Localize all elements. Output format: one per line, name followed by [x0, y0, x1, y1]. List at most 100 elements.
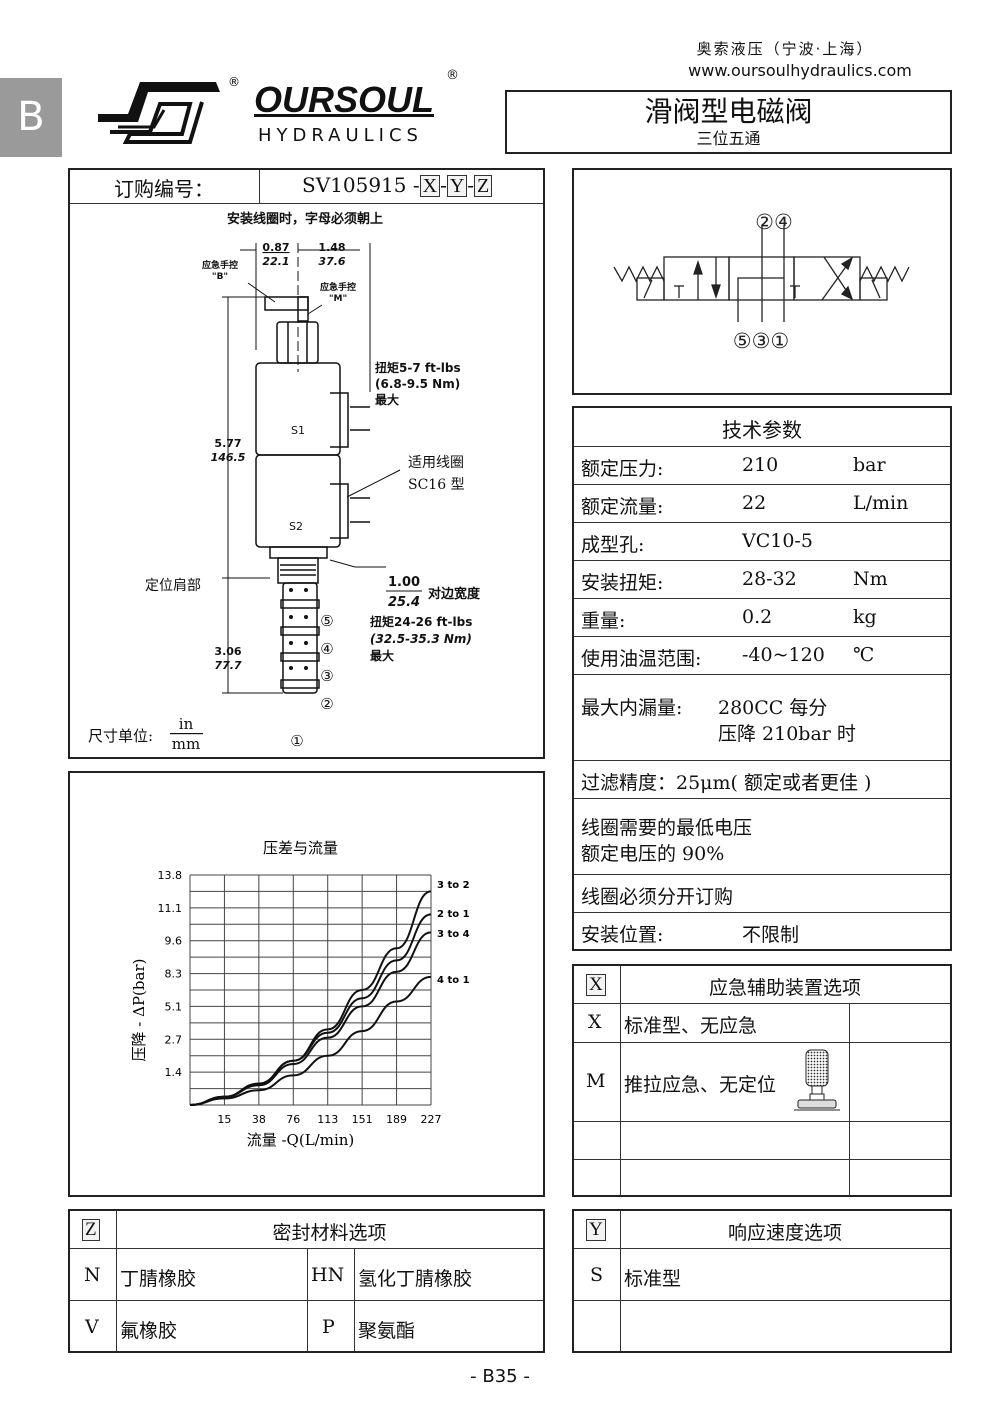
svg-text:最大: 最大 [375, 392, 399, 407]
order-code: SV105915 -X-Y-Z [302, 173, 493, 197]
leak-label: 最大内漏量: [581, 697, 683, 719]
option-code: P [322, 1316, 335, 1338]
spec-value: VC10-5 [742, 530, 813, 552]
svg-text:安装线圈时，字母必须朝上: 安装线圈时，字母必须朝上 [227, 211, 383, 227]
oursoul-logo-icon: ® [98, 75, 240, 144]
y-tick-label: 1.4 [165, 1066, 183, 1079]
svg-text:0.87: 0.87 [262, 241, 289, 254]
y-tick-label: 9.6 [165, 935, 183, 948]
svg-text:对边宽度: 对边宽度 [428, 586, 481, 602]
option-code: M [586, 1070, 606, 1092]
svg-text:⑤③①: ⑤③① [733, 329, 789, 353]
svg-text:②④: ②④ [755, 210, 793, 234]
leak-condition: 压降 210bar 时 [718, 723, 856, 745]
series-line-2 [189, 931, 432, 1106]
option-y-table: Y 响应速度选项 S 标准型 [572, 1209, 952, 1353]
y-tick-label: 5.1 [165, 1000, 183, 1013]
code-z: Z [474, 175, 493, 197]
option-desc: 推拉应急、无定位 [624, 1074, 777, 1096]
series-label: 3 to 4 [437, 929, 470, 940]
spec-label: 重量: [581, 610, 626, 632]
y-tick-label: 8.3 [165, 968, 183, 981]
svg-text:最大: 最大 [370, 648, 394, 663]
svg-text:77.7: 77.7 [214, 659, 241, 672]
code-x: X [419, 175, 441, 197]
product-subtitle: 三位五通 [696, 129, 761, 148]
option-code: N [84, 1264, 101, 1286]
spec-unit: ℃ [853, 644, 875, 666]
svg-text:尺寸单位:: 尺寸单位: [88, 727, 153, 745]
spec-value: 0.2 [742, 606, 773, 628]
svg-text:1.48: 1.48 [318, 241, 345, 254]
svg-text:in: in [179, 715, 194, 733]
x-tick-label: 151 [352, 1113, 373, 1126]
series-label: 4 to 1 [437, 975, 470, 986]
series-label: 3 to 2 [437, 880, 470, 891]
spec-label: 成型孔: [581, 534, 645, 556]
voltage-spec-2: 额定电压的 90% [581, 843, 725, 865]
x-tick-label: 15 [217, 1113, 231, 1126]
option-z-key: Z [82, 1219, 100, 1241]
spec-value: 22 [742, 492, 767, 514]
x-tick-label: 189 [386, 1113, 407, 1126]
valve-dimension-drawing: 安装线圈时，字母必须朝上 0.87 22.1 1.48 37.6 应急手控 "B… [88, 211, 481, 753]
svg-text:37.6: 37.6 [318, 255, 345, 268]
svg-text:146.5: 146.5 [211, 451, 246, 464]
y-tick-label: 13.8 [158, 869, 183, 882]
brand-reg: ® [446, 68, 459, 83]
hydraulic-symbol-box [572, 168, 952, 395]
push-pull-knob-icon [794, 1049, 840, 1111]
svg-text:应急手控: 应急手控 [202, 259, 238, 271]
order-box: 订购编号： SV105915 -X-Y-Z [68, 168, 545, 759]
series-line-0 [189, 890, 432, 1106]
svg-text:®: ® [228, 75, 240, 89]
y-tick-label: 11.1 [158, 902, 183, 915]
option-z-title: 密封材料选项 [272, 1222, 387, 1244]
option-desc: 标准型、无应急 [624, 1015, 758, 1037]
coil-s2 [255, 454, 341, 548]
svg-text:⑤: ⑤ [320, 612, 333, 630]
spec-value: 28-32 [742, 568, 797, 590]
svg-text:3.06: 3.06 [214, 645, 241, 658]
spec-label: 额定压力: [581, 458, 664, 480]
y-axis-label: 压降 - ΔP(bar) [130, 959, 148, 1062]
coil-s1 [255, 362, 341, 456]
option-x-key: X [586, 974, 606, 996]
svg-text:S2: S2 [289, 520, 303, 533]
coil-order-note: 线圈必须分开订购 [581, 886, 734, 908]
option-desc: 聚氨酯 [358, 1320, 416, 1342]
svg-text:(32.5-35.3 Nm): (32.5-35.3 Nm) [370, 632, 472, 646]
svg-text:5.77: 5.77 [214, 437, 241, 450]
chart-title: 压差与流量 [263, 839, 338, 857]
svg-text:应急手控: 应急手控 [320, 281, 356, 293]
series-label: 2 to 1 [437, 909, 470, 920]
spec-label: 安装扭矩: [581, 572, 664, 594]
svg-text:扭矩5-7 ft-lbs: 扭矩5-7 ft-lbs [375, 360, 461, 375]
y-tick-label: 2.7 [165, 1033, 183, 1046]
option-desc: 氟橡胶 [120, 1320, 178, 1342]
svg-text:25.4: 25.4 [388, 595, 420, 610]
svg-text:22.1: 22.1 [262, 255, 289, 268]
svg-text:SC16 型: SC16 型 [408, 477, 465, 493]
svg-text:①: ① [290, 732, 303, 750]
option-desc: 丁腈橡胶 [120, 1268, 197, 1290]
title-box: 滑阀型电磁阀 三位五通 [505, 90, 952, 154]
svg-text:②: ② [320, 695, 333, 713]
brand-sub: HYDRAULICS [258, 125, 423, 146]
option-desc: 氢化丁腈橡胶 [358, 1268, 473, 1290]
page-number: - B35 - [470, 1366, 530, 1387]
svg-text:S1: S1 [291, 424, 305, 437]
section-tab: B [0, 78, 62, 157]
x-tick-label: 38 [252, 1113, 266, 1126]
series-line-1 [189, 913, 432, 1106]
svg-text:mm: mm [172, 735, 200, 753]
option-x-title: 应急辅助装置选项 [708, 977, 861, 999]
svg-text:扭矩24-26 ft-lbs: 扭矩24-26 ft-lbs [370, 614, 472, 629]
leak-value: 280CC 每分 [718, 697, 828, 719]
hex-nut [269, 546, 328, 559]
option-z-table: Z 密封材料选项 N 丁腈橡胶 HN 氢化丁腈橡胶 V 氟橡胶 P 聚氨酯 [68, 1209, 545, 1353]
option-y-title: 响应速度选项 [727, 1222, 842, 1244]
company-website[interactable]: www.oursoulhydraulics.com [688, 61, 912, 80]
